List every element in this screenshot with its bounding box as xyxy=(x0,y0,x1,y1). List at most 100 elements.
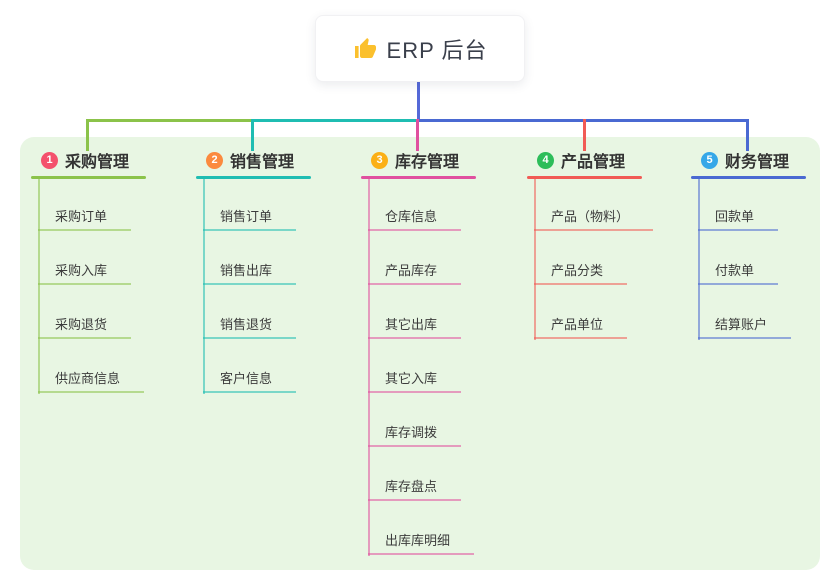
branch-node-product[interactable]: 4 产品管理 xyxy=(527,148,625,172)
child-node[interactable]: 回款单 xyxy=(698,206,779,231)
child-underline xyxy=(534,283,628,285)
child-node[interactable]: 采购订单 xyxy=(38,206,132,231)
branch-badge-4: 4 xyxy=(537,151,554,169)
connector-segment-2 xyxy=(253,119,418,122)
branch-drop-line-2 xyxy=(251,119,254,151)
child-node-label: 产品分类 xyxy=(551,263,604,278)
child-node[interactable]: 客户信息 xyxy=(203,368,297,393)
child-node[interactable]: 供应商信息 xyxy=(38,368,145,393)
branch-underline-4 xyxy=(527,176,642,179)
child-node-label: 采购退货 xyxy=(55,317,108,332)
branch-node-label: 产品管理 xyxy=(561,154,626,171)
branch-rail-4 xyxy=(534,179,536,340)
branch-node-label: 财务管理 xyxy=(725,154,790,171)
branch-node-sales[interactable]: 2 销售管理 xyxy=(196,148,294,172)
branch-badge-3: 3 xyxy=(371,151,388,169)
child-node-label: 库存盘点 xyxy=(385,479,438,494)
branch-underline-1 xyxy=(31,176,146,179)
branch-badge-1: 1 xyxy=(41,151,58,169)
child-node-label: 销售出库 xyxy=(220,263,273,278)
child-node-label: 结算账户 xyxy=(715,317,768,332)
child-node[interactable]: 产品分类 xyxy=(534,260,628,285)
child-underline xyxy=(38,229,132,231)
child-node-label: 付款单 xyxy=(715,263,755,278)
child-node[interactable]: 出库库明细 xyxy=(368,530,475,555)
branch-underline-2 xyxy=(196,176,311,179)
child-underline xyxy=(203,229,297,231)
branch-underline-5 xyxy=(691,176,806,179)
child-underline xyxy=(698,283,779,285)
child-node[interactable]: 产品库存 xyxy=(368,260,462,285)
child-underline xyxy=(368,337,462,339)
child-underline xyxy=(698,229,779,231)
child-node[interactable]: 库存调拨 xyxy=(368,422,462,447)
child-underline xyxy=(698,337,792,339)
branch-badge-5: 5 xyxy=(701,151,718,169)
child-node[interactable]: 销售退货 xyxy=(203,314,297,339)
child-node-label: 仓库信息 xyxy=(385,209,438,224)
child-node[interactable]: 其它出库 xyxy=(368,314,462,339)
child-node-label: 供应商信息 xyxy=(55,371,121,386)
branches-panel xyxy=(20,137,820,570)
child-node[interactable]: 库存盘点 xyxy=(368,476,462,501)
child-node-label: 产品（物料） xyxy=(551,209,630,224)
child-underline xyxy=(203,391,297,393)
branch-rail-2 xyxy=(203,179,205,394)
branch-drop-line-1 xyxy=(86,119,89,151)
child-node-label: 库存调拨 xyxy=(385,425,438,440)
child-underline xyxy=(534,337,628,339)
branch-drop-line-5 xyxy=(746,119,749,151)
branch-node-inventory[interactable]: 3 库存管理 xyxy=(361,148,459,172)
child-node[interactable]: 结算账户 xyxy=(698,314,792,339)
child-node-label: 销售退货 xyxy=(220,317,273,332)
thumbs-up-icon xyxy=(354,37,376,58)
child-underline xyxy=(203,337,297,339)
root-connector-line xyxy=(417,81,420,121)
child-node-label: 其它出库 xyxy=(385,317,438,332)
child-node[interactable]: 销售出库 xyxy=(203,260,297,285)
branch-drop-line-3 xyxy=(416,119,419,151)
branch-rail-1 xyxy=(38,179,40,394)
child-underline xyxy=(368,283,462,285)
child-node-label: 其它入库 xyxy=(385,371,438,386)
child-node[interactable]: 产品（物料） xyxy=(534,206,654,231)
child-node[interactable]: 销售订单 xyxy=(203,206,297,231)
branch-rail-5 xyxy=(698,179,700,340)
branch-node-label: 销售管理 xyxy=(230,154,295,171)
child-underline xyxy=(368,391,462,393)
branch-rail-3 xyxy=(368,179,370,556)
root-node-label: ERP 后台 xyxy=(386,37,488,63)
child-node[interactable]: 付款单 xyxy=(698,260,779,285)
branch-node-label: 库存管理 xyxy=(395,154,460,171)
root-node[interactable]: ERP 后台 xyxy=(315,15,525,82)
child-node-label: 产品单位 xyxy=(551,317,604,332)
child-node[interactable]: 采购入库 xyxy=(38,260,132,285)
child-underline xyxy=(534,229,654,231)
child-node-label: 客户信息 xyxy=(220,371,273,386)
child-node-label: 销售订单 xyxy=(220,209,273,224)
child-node-label: 出库库明细 xyxy=(385,533,451,548)
child-underline xyxy=(368,553,475,555)
child-node-label: 采购入库 xyxy=(55,263,108,278)
child-underline xyxy=(368,445,462,447)
child-node[interactable]: 仓库信息 xyxy=(368,206,462,231)
child-node[interactable]: 采购退货 xyxy=(38,314,132,339)
child-node[interactable]: 其它入库 xyxy=(368,368,462,393)
child-underline xyxy=(203,283,297,285)
branch-drop-line-4 xyxy=(583,119,586,151)
child-underline xyxy=(38,337,132,339)
child-node-label: 采购订单 xyxy=(55,209,108,224)
branch-badge-2: 2 xyxy=(206,151,223,169)
child-underline xyxy=(368,229,462,231)
branch-node-finance[interactable]: 5 财务管理 xyxy=(691,148,789,172)
branch-node-label: 采购管理 xyxy=(65,154,130,171)
child-node[interactable]: 产品单位 xyxy=(534,314,628,339)
child-node-label: 产品库存 xyxy=(385,263,438,278)
branch-node-procurement[interactable]: 1 采购管理 xyxy=(31,148,129,172)
connector-segment-1 xyxy=(87,119,253,122)
child-underline xyxy=(368,499,462,501)
child-underline xyxy=(38,391,145,393)
branch-underline-3 xyxy=(361,176,476,179)
child-node-label: 回款单 xyxy=(715,209,755,224)
